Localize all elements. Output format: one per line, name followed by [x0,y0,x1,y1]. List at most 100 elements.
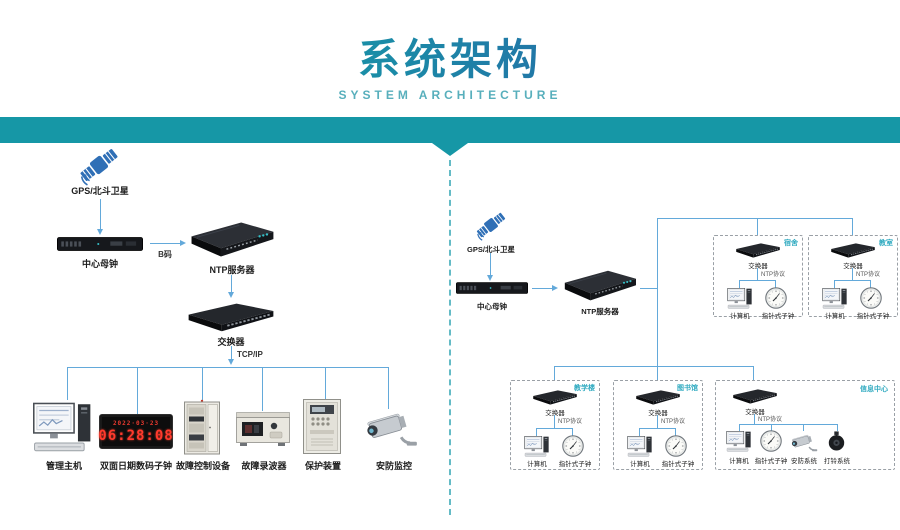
cabinet-icon [184,399,220,456]
connector-line [137,367,138,414]
center-divider [449,160,451,515]
device-label: 计算机 [630,461,650,468]
protocol-label: NTP协议 [758,417,783,423]
gps-label: GPS/北斗卫星 [71,186,129,196]
connector-line [262,367,263,411]
device-label: 指针式子钟 [558,461,592,468]
switch-label: 交换器 [545,410,565,417]
connector-line [554,415,555,428]
device-label: 故障录波器 [241,461,287,471]
trunk-line [657,218,658,366]
satellite-icon [78,144,120,186]
bus-line [657,218,852,219]
page-subtitle: SYSTEM ARCHITECTURE [338,88,562,102]
analog-clock-icon [562,435,584,457]
connector-line [325,367,326,399]
master-clock-device [57,237,143,251]
switch-label: 交换器 [843,263,863,270]
device-label: 计算机 [527,461,547,468]
device-label: 安防系统 [791,458,817,465]
device-label: 指针式子钟 [856,313,890,320]
camera-icon [790,432,818,455]
zone-name-label: 教室 [879,240,893,247]
device-label: 管理主机 [45,461,82,471]
arrow-down-icon [227,359,234,365]
connector-line [834,280,835,288]
camera-icon [364,408,418,453]
connector-line [536,428,537,436]
zone-box-classroom: 教室 交换器 NTP协议 计算机 指针式子钟 [808,235,898,320]
zone-box-teaching-building: 教学楼 交换器 NTP协议 计算机 指针式子钟 [510,380,600,470]
analog-clock-icon [860,287,882,309]
connector-line [739,280,740,288]
analog-clock-icon [665,435,687,457]
connector-line [657,366,658,380]
satellite-icon [475,209,507,241]
analog-clock-icon [765,287,787,309]
ntp-server-label: NTP服务器 [209,265,255,275]
zone-name-label: 图书馆 [677,385,698,392]
master-clock-device [456,282,528,294]
connector-line [554,366,555,380]
connector-line [675,428,676,436]
switch-icon [529,388,581,406]
page-title: 系统架构 [0,26,900,87]
band-notch [432,143,468,156]
connector-line [231,275,232,293]
connector-line [834,280,871,281]
connector-line [536,428,573,429]
connector-line [657,415,658,428]
computer-icon [822,288,849,309]
connector-line [739,280,776,281]
gps-label: GPS/北斗卫星 [467,245,515,254]
connector-line [100,199,101,229]
ntp-server-device [186,219,278,261]
protocol-label: NTP协议 [856,272,881,278]
device-label: 故障控制设备 [175,461,230,471]
connector-line [754,414,755,424]
connector-line [150,243,181,244]
switch-label: 交换器 [217,337,245,347]
connector-line [775,280,776,288]
connector-line [231,346,232,360]
arrow-down-icon [96,229,103,235]
connector-line [757,268,758,280]
arrow-right-icon [552,284,558,291]
connector-line [639,428,676,429]
device-label: 指针式子钟 [661,461,695,468]
computer-icon [627,436,654,457]
connector-line [771,424,772,431]
connector-line [739,424,837,425]
protocol-label: NTP协议 [558,419,583,425]
connector-line [67,367,68,400]
connector-line [639,428,640,436]
switch-icon [728,387,782,405]
connector-line [852,218,853,235]
zone-box-info-center: 信息中心 交换器 NTP协议 计算机 指针式子钟 安防系统 打铃系统 [715,380,895,470]
connector-line [572,428,573,436]
bell-icon [826,431,847,452]
recorder-icon [236,412,290,447]
device-label: 双面日期数码子钟 [99,461,172,471]
device-label: 计算机 [730,313,750,320]
device-label: 打铃系统 [824,458,850,465]
computer-icon [726,431,753,452]
ntp-server-label: NTP服务器 [581,307,619,316]
connector-line [837,424,838,431]
arrow-down-icon [486,275,493,281]
connector-line [532,288,553,289]
device-label: 指针式子钟 [761,313,795,320]
zone-box-dorm: 宿舍 交换器 NTP协议 计算机 指针式子钟 [713,235,803,320]
master-clock-label: 中心母钟 [81,259,118,269]
connector-line [852,268,853,280]
switch-label: 交换器 [745,409,765,416]
switch-icon [827,241,879,259]
computer-icon [33,401,95,454]
analog-clock-icon [760,430,782,452]
bus-line [554,366,753,367]
connector-line [753,366,754,380]
led-time: 06:28:08 [98,427,174,444]
computer-icon [727,288,754,309]
zone-name-label: 教学楼 [574,385,595,392]
